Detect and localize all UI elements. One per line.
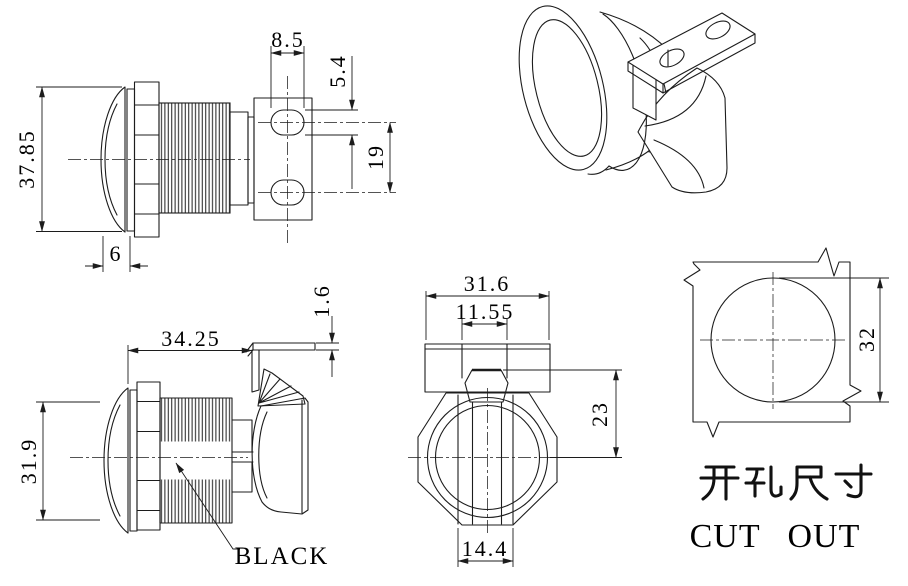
head-washer-2 [129,389,138,532]
view-side-cam [36,316,339,550]
dim-arm-thickness: 1.6 [309,284,334,318]
view-isometric [518,5,756,194]
latch-leg [251,349,260,393]
threaded-body [159,397,233,524]
dim-head-depth: 6 [109,241,123,266]
front-arm-block [424,343,551,393]
threaded-barrel [158,102,231,214]
dim-nut-width: 31.6 [463,271,511,296]
dim-hole-width: 8.5 [271,27,305,52]
black-leader [175,462,240,550]
view-side-bracket [36,46,396,272]
cutout-title-cn [699,463,873,501]
iso-slot-far [705,20,731,40]
bracket-plate [253,97,313,221]
cutout-panel [683,247,862,438]
dim-cam-width: 14.4 [461,536,509,561]
view-front [408,291,622,567]
dim-cutout-size: 32 [854,326,879,352]
dim-cam-reach: 23 [587,401,612,427]
iso-slot-near [659,48,685,68]
front-nut-octagon [417,392,558,526]
cutout-title-en: CUT OUT [689,518,861,555]
dim-overall-height: 37.85 [14,129,39,189]
iso-head-outer [518,5,608,171]
iso-flange [602,13,647,171]
latch-tip [257,368,306,407]
iso-barrel-top [599,11,669,51]
finish-note-label: BLACK [234,543,330,570]
cn-char-chi [789,465,829,501]
head-dome-profile-2 [103,387,129,534]
dim-body-length: 34.25 [161,326,221,351]
dim-hole-pitch: 19 [363,144,388,170]
cn-char-kong [744,465,783,498]
dim-body-height: 31.9 [16,437,41,485]
stem [231,419,254,493]
rear-collar [229,111,249,206]
dim-slot-height: 5.4 [325,54,350,88]
head-washer [126,88,136,232]
cn-char-kai [699,465,740,501]
cn-char-cun [834,463,873,499]
cam-body [251,397,309,515]
head-dome-inner-arc [104,103,118,216]
dim-latch-width: 11.55 [455,299,515,324]
view-cutout [683,247,889,501]
iso-head-inner [531,19,603,157]
hex-nut-2 [136,381,161,531]
latch-arm [252,342,316,351]
rear-boss [247,116,255,204]
